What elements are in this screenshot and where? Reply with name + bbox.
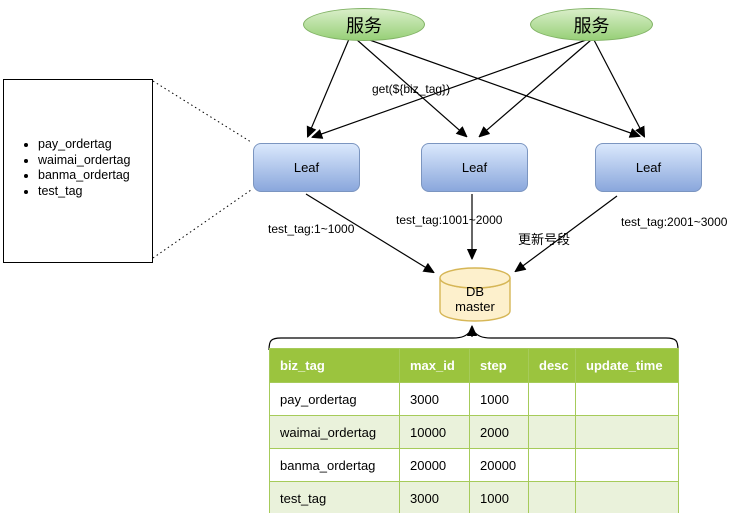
biz-tag-list-box: pay_ordertag waimai_ordertag banma_order…	[3, 79, 153, 263]
edge-label-get-request: get(${biz_tag})	[372, 82, 451, 96]
edge-label-leaf1-range: test_tag:1~1000	[268, 222, 355, 236]
cell-biz-tag: test_tag	[269, 481, 400, 513]
cell-step: 20000	[469, 448, 529, 482]
leaf-node-1: Leaf	[253, 143, 360, 192]
table-header-row: biz_tag max_id step desc update_time	[269, 348, 679, 383]
cell-max-id: 10000	[399, 415, 470, 449]
col-header-update-time: update_time	[575, 348, 679, 383]
leaf-node-2-label: Leaf	[461, 160, 488, 175]
cell-biz-tag: banma_ordertag	[269, 448, 400, 482]
table-row: waimai_ordertag 10000 2000	[269, 415, 679, 449]
cell-step: 2000	[469, 415, 529, 449]
leaf-node-2: Leaf	[421, 143, 528, 192]
cell-desc	[528, 448, 576, 482]
biz-tag-list-item: test_tag	[38, 184, 152, 200]
col-header-biz-tag: biz_tag	[269, 348, 400, 383]
arrow-service1-leaf1	[308, 38, 350, 136]
arrow-service2-leaf3	[593, 39, 644, 136]
db-master-cylinder	[439, 267, 511, 322]
edge-label-leaf3-range: test_tag:2001~3000	[621, 215, 728, 229]
biz-tag-list-item: banma_ordertag	[38, 168, 152, 184]
biz-tag-list-item: pay_ordertag	[38, 137, 152, 153]
cell-desc	[528, 382, 576, 416]
service-node-2: 服务	[530, 8, 653, 41]
cell-step: 1000	[469, 382, 529, 416]
arrow-service2-leaf1	[313, 39, 587, 137]
cell-update-time	[575, 382, 679, 416]
cell-max-id: 3000	[399, 481, 470, 513]
callout-line-bottom	[152, 189, 252, 259]
db-master-label: DB master	[455, 284, 495, 314]
leaf-node-3-label: Leaf	[635, 160, 662, 175]
col-header-step: step	[469, 348, 529, 383]
service-node-1-label: 服务	[346, 15, 382, 36]
table-brace	[268, 330, 679, 351]
service-node-1: 服务	[303, 8, 425, 41]
edge-label-update-segment: 更新号段	[518, 232, 571, 247]
cell-biz-tag: waimai_ordertag	[269, 415, 400, 449]
service-node-2-label: 服务	[573, 15, 610, 36]
leaf-node-1-label: Leaf	[293, 160, 320, 175]
biz-tag-list: pay_ordertag waimai_ordertag banma_order…	[4, 137, 152, 199]
cell-step: 1000	[469, 481, 529, 513]
leaf-node-3: Leaf	[595, 143, 702, 192]
segments-table: biz_tag max_id step desc update_time pay…	[269, 348, 679, 513]
callout-line-top	[152, 80, 252, 143]
arrow-service2-leaf2	[480, 39, 592, 136]
arrow-leaf1-db	[305, 193, 433, 272]
table-row: pay_ordertag 3000 1000	[269, 382, 679, 416]
cell-max-id: 20000	[399, 448, 470, 482]
table-row: banma_ordertag 20000 20000	[269, 448, 679, 482]
cell-update-time	[575, 448, 679, 482]
arrow-service1-leaf2	[355, 38, 466, 136]
cell-desc	[528, 481, 576, 513]
arrow-service1-leaf3	[363, 37, 639, 136]
cell-desc	[528, 415, 576, 449]
cell-update-time	[575, 481, 679, 513]
biz-tag-list-item: waimai_ordertag	[38, 153, 152, 169]
cell-update-time	[575, 415, 679, 449]
cell-biz-tag: pay_ordertag	[269, 382, 400, 416]
col-header-max-id: max_id	[399, 348, 470, 383]
col-header-desc: desc	[528, 348, 576, 383]
table-row: test_tag 3000 1000	[269, 481, 679, 513]
arrow-leaf3-db	[516, 195, 618, 271]
edge-label-leaf2-range: test_tag:1001~2000	[396, 213, 503, 227]
cell-max-id: 3000	[399, 382, 470, 416]
